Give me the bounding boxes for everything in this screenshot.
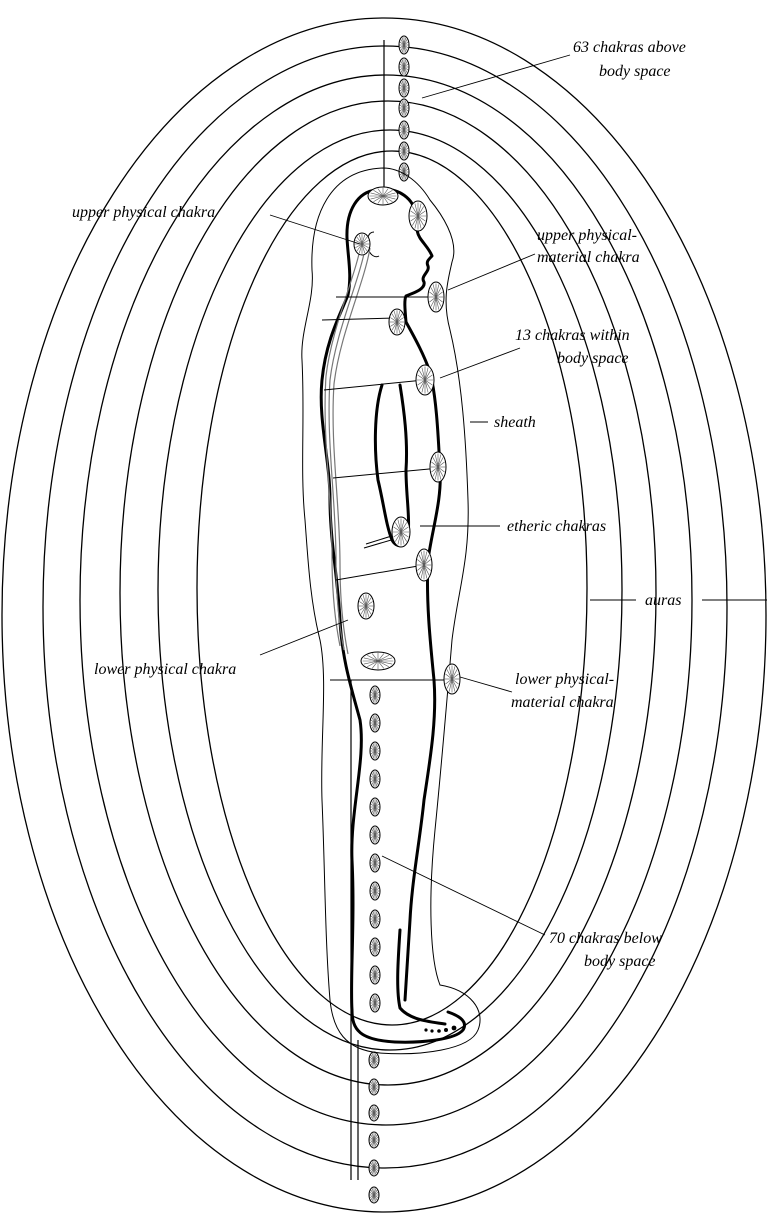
- label-within-line2: body space: [557, 350, 629, 367]
- aura-ring-5: [158, 130, 622, 1050]
- chakra-below-7: [370, 854, 380, 872]
- label-upper-physical: upper physical chakra: [72, 204, 215, 221]
- chakra-sacral: [416, 549, 432, 581]
- leader-within: [440, 348, 520, 378]
- chakra-below-11: [370, 966, 380, 984]
- chakra-below-outer-3: [369, 1105, 379, 1121]
- spine-channel-3: [325, 240, 362, 646]
- leader-lower-material: [460, 677, 512, 692]
- chakra-below-8: [370, 882, 380, 900]
- leader-below: [382, 856, 545, 935]
- label-auras: auras: [645, 592, 681, 609]
- chakra-below-4: [370, 770, 380, 788]
- chakra-below-5: [370, 798, 380, 816]
- chakra-upper-physical: [354, 233, 370, 255]
- waist-line: [333, 468, 440, 478]
- chakra-lower-physical: [358, 593, 374, 619]
- chest-line: [324, 380, 424, 390]
- chakra-above-3: [399, 79, 409, 97]
- chakra-below-outer-5: [369, 1160, 379, 1176]
- label-upper-material-line1: upper physical-: [537, 227, 637, 244]
- chakra-upper-material: [428, 282, 444, 312]
- label-above-line1: 63 chakras above: [573, 39, 686, 56]
- label-below-line1: 70 chakras below: [549, 930, 662, 947]
- chakra-above-4: [399, 99, 409, 117]
- label-within-line1: 13 chakras within: [515, 327, 630, 344]
- chakra-below-outer-4: [369, 1132, 379, 1148]
- chakra-throat: [389, 309, 405, 335]
- label-lower-material-line1: lower physical-: [515, 671, 614, 688]
- chakra-below-12: [370, 994, 380, 1012]
- chakra-lower-material: [444, 664, 460, 694]
- chakra-below-outer-6: [369, 1187, 379, 1203]
- chakra-below-9: [370, 910, 380, 928]
- chakra-solar: [430, 452, 446, 482]
- chakra-etheric-hand: [392, 517, 410, 547]
- chakra-heart: [416, 365, 434, 395]
- front-outline: [405, 322, 440, 1000]
- chakra-above-5: [399, 121, 409, 139]
- chakra-below-1: [370, 686, 380, 704]
- rear-leg-outline: [398, 930, 445, 1024]
- label-above-line2: body space: [599, 63, 671, 80]
- shoulder-line: [322, 318, 396, 320]
- toes: [424, 1026, 456, 1033]
- chakra-below-outer-2: [369, 1079, 379, 1095]
- sheath-outline: [302, 168, 480, 1054]
- chakra-below-2: [370, 714, 380, 732]
- chakra-below-3: [370, 742, 380, 760]
- label-lower-material-line2: material chakra: [511, 694, 614, 711]
- label-below-line2: body space: [584, 953, 656, 970]
- hip-line: [336, 565, 424, 580]
- chakra-above-6: [399, 142, 409, 160]
- label-etheric: etheric chakras: [507, 518, 606, 535]
- label-upper-material-line2: material chakra: [537, 249, 640, 266]
- chakra-above-1: [399, 36, 409, 54]
- chakra-above-2: [399, 58, 409, 76]
- chakra-below-10: [370, 938, 380, 956]
- chakra-below-outer-1: [369, 1052, 379, 1068]
- chakra-crown: [368, 187, 398, 205]
- chakra-below-6: [370, 826, 380, 844]
- leader-upper-material: [448, 254, 535, 290]
- label-sheath: sheath: [494, 414, 536, 431]
- chakras-above-group: [399, 36, 409, 181]
- aura-ring-6: [197, 151, 587, 1025]
- label-lower-physical: lower physical chakra: [94, 661, 236, 678]
- chakra-brow: [409, 201, 427, 231]
- leader-above: [422, 55, 570, 98]
- chakra-root: [361, 652, 395, 670]
- spine-channel-1: [329, 244, 366, 650]
- leader-lower-physical: [260, 620, 348, 655]
